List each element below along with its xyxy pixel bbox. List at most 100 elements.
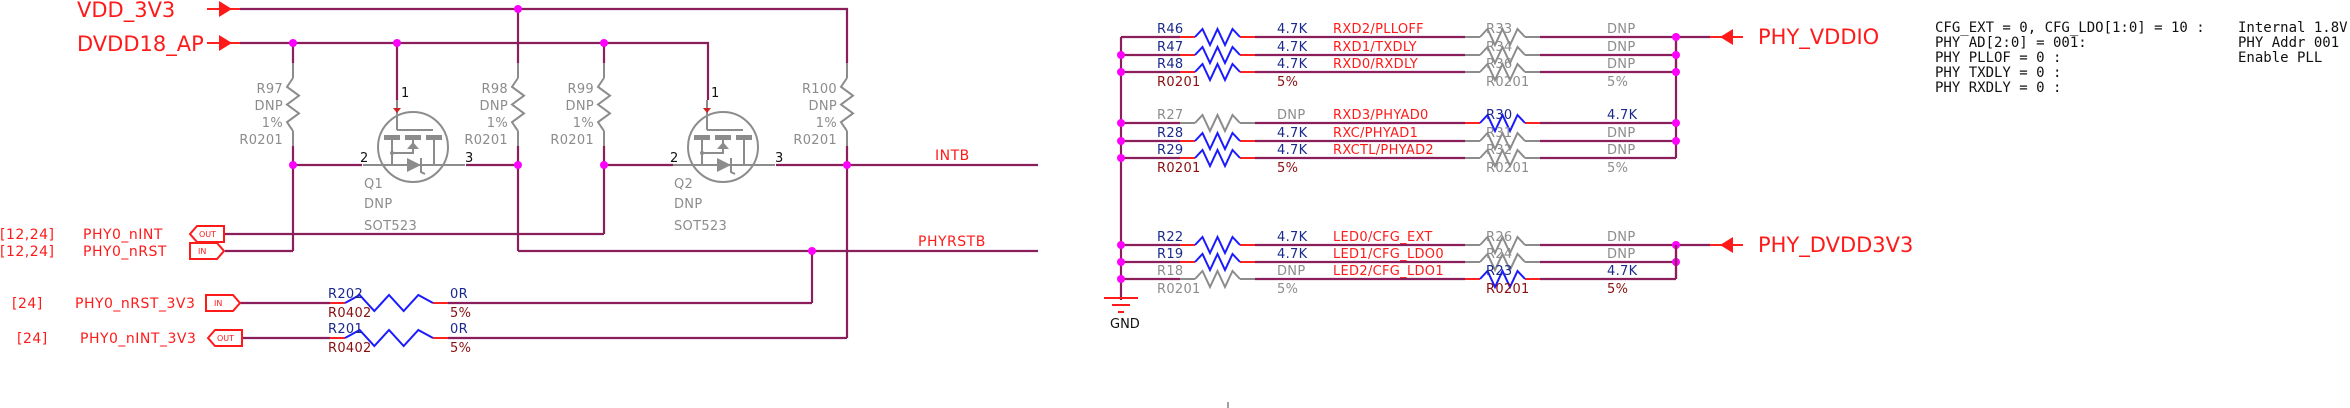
junction-dot xyxy=(393,39,401,47)
resistor-zigzag-icon xyxy=(596,77,612,132)
resistor-package: R0201 xyxy=(239,133,283,148)
junction-dot xyxy=(514,5,522,13)
pin-number-3: 3 xyxy=(465,151,474,166)
resistor-refdes: R26 xyxy=(1486,230,1512,245)
resistor-package: R0402 xyxy=(328,306,372,321)
strap-resistor-r19[interactable]: R19 4.7K xyxy=(1157,247,1308,273)
strap-right-tolerance: 5% xyxy=(1607,75,1628,90)
gnd-label: GND xyxy=(1110,317,1140,332)
mosfet-refdes: Q1 xyxy=(364,177,383,192)
port-name: PHY0_nRST_3V3 xyxy=(75,296,195,312)
junction-dot xyxy=(1117,275,1125,283)
wire-dvdd18-ap xyxy=(240,41,710,100)
strap-net-label: RXD0/RXDLY xyxy=(1333,57,1418,72)
resistor-package: R0201 xyxy=(550,133,594,148)
junction-dot xyxy=(1117,68,1125,76)
resistor-value: 4.7K xyxy=(1277,247,1308,262)
power-port-phy-dvdd3v3[interactable]: PHY_DVDD3V3 xyxy=(1710,233,1913,258)
power-port-dvdd18-ap[interactable]: DVDD18_AP xyxy=(77,32,240,57)
port-name: PHY0_nINT xyxy=(83,227,163,243)
resistor-zigzag-icon xyxy=(1479,26,1526,48)
resistor-refdes: R19 xyxy=(1157,247,1183,262)
body-arrow-icon xyxy=(717,142,729,149)
resistor-refdes: R28 xyxy=(1157,126,1183,141)
resistor-refdes: R34 xyxy=(1486,40,1512,55)
note-left-2: PHY PLLOF = 0 : xyxy=(1935,50,2061,66)
diode-bar xyxy=(420,158,426,175)
mosfet-refdes: Q2 xyxy=(674,177,693,192)
wires-level-shifter xyxy=(225,7,1038,340)
strap-right-tolerance: 5% xyxy=(1607,161,1628,176)
body-dot xyxy=(700,151,704,155)
resistor-value: 4.7K xyxy=(1277,143,1308,158)
gate-arrow-icon xyxy=(703,108,711,113)
gate-arrow-icon xyxy=(393,108,401,113)
channel-segment xyxy=(694,135,710,140)
resistor-value: DNP xyxy=(1607,57,1635,72)
mosfet-value: DNP xyxy=(364,197,392,212)
strap-net-label: LED0/CFG_EXT xyxy=(1333,230,1433,245)
strap-right-package: R0201 xyxy=(1486,161,1530,176)
resistor-refdes: R48 xyxy=(1157,57,1183,72)
junction-dot xyxy=(600,39,608,47)
resistor-value: DNP xyxy=(480,99,508,114)
power-port-phy-vddio[interactable]: PHY_VDDIO xyxy=(1710,25,1879,50)
resistor-zigzag-icon xyxy=(1194,130,1241,152)
diode-bar xyxy=(730,158,736,175)
junction-dot xyxy=(1117,119,1125,127)
resistor-zigzag-icon xyxy=(510,77,526,132)
resistor-zigzag-icon xyxy=(1479,251,1526,273)
junction-dot xyxy=(600,161,608,169)
junction-dot xyxy=(1672,68,1680,76)
gnd-symbol: GND xyxy=(1104,297,1140,332)
resistor-zigzag-icon xyxy=(344,293,434,313)
strap-net-label: RXD1/TXDLY xyxy=(1333,40,1417,55)
junction-dot xyxy=(1672,33,1680,41)
resistor-package: R0201 xyxy=(464,133,508,148)
resistor-zigzag-icon xyxy=(839,77,855,132)
sheet-reference: [24] xyxy=(12,296,43,312)
resistor-refdes: R32 xyxy=(1486,143,1512,158)
power-port-vdd-3v3[interactable]: VDD_3V3 xyxy=(77,0,240,23)
resistor-value: 0R xyxy=(450,287,468,302)
note-right-0: Internal 1.8V xyxy=(2238,20,2348,36)
junction-dot xyxy=(1117,258,1125,266)
sheet-reference: [24] xyxy=(17,331,48,347)
port-direction: OUT xyxy=(217,334,234,343)
mosfet-value: DNP xyxy=(674,197,702,212)
output-port-icon xyxy=(188,225,225,243)
junction-dot xyxy=(1672,119,1680,127)
